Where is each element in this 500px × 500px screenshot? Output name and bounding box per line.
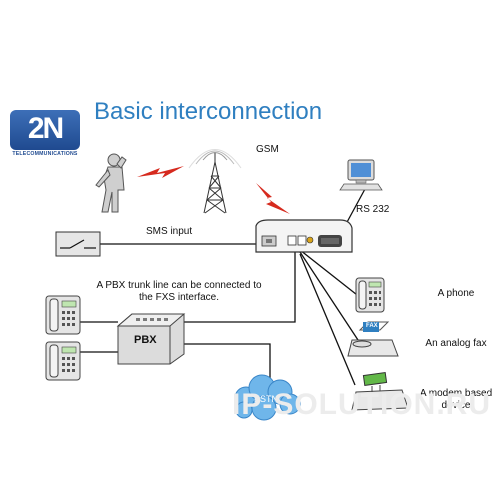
lightning-icon (137, 166, 184, 178)
desk-phone-icon (45, 341, 81, 381)
cloud-icon (234, 374, 301, 421)
person-on-phone-icon (95, 153, 127, 213)
logo-badge (10, 110, 80, 150)
gsm-label: GSM (256, 144, 279, 155)
logo-subtitle: TELECOMMUNICATIONS (12, 151, 78, 157)
line-to-phone (299, 249, 367, 303)
gateway-device-icon (255, 219, 353, 253)
lightning-icon (256, 183, 290, 214)
modem-label-line2: device (441, 400, 471, 411)
desk-phone-icon (355, 277, 385, 313)
pbx-label: PBX (134, 334, 157, 346)
phone-label: A phone (437, 288, 475, 299)
rs232-label: RS 232 (356, 204, 390, 215)
line-to-modem (299, 253, 356, 386)
pstn-label: PSTN (254, 394, 279, 404)
pbx-to-pstn-line (180, 343, 271, 382)
modem-label-line1: A modem based (419, 388, 493, 399)
line-to-fax (299, 251, 359, 341)
gsm-tower-icon (188, 149, 242, 214)
switch-icon (55, 231, 101, 257)
pbx-note-line1: A PBX trunk line can be connected to (96, 280, 262, 291)
fax-label: An analog fax (425, 338, 487, 349)
sms-input-label: SMS input (146, 226, 193, 237)
fax-machine-icon (347, 321, 399, 357)
computer-icon (339, 159, 383, 191)
rs232-cable (345, 188, 366, 225)
diagram-title: Basic interconnection (94, 98, 323, 125)
pbx-trunk-line (180, 248, 296, 323)
watermark: IP-SOLUTION.RU (232, 388, 491, 421)
brand-logo: 2N TELECOMMUNICATIONS (10, 110, 80, 162)
desk-phone-icon (45, 295, 81, 335)
modem-device-icon (351, 371, 409, 411)
connection-lines (80, 188, 367, 386)
logo-mark: 2N (27, 112, 64, 145)
fax-screen-label: FAX (366, 323, 378, 329)
pbx-box-icon (116, 313, 186, 365)
pbx-note-line2: the FXS interface. (138, 292, 220, 303)
